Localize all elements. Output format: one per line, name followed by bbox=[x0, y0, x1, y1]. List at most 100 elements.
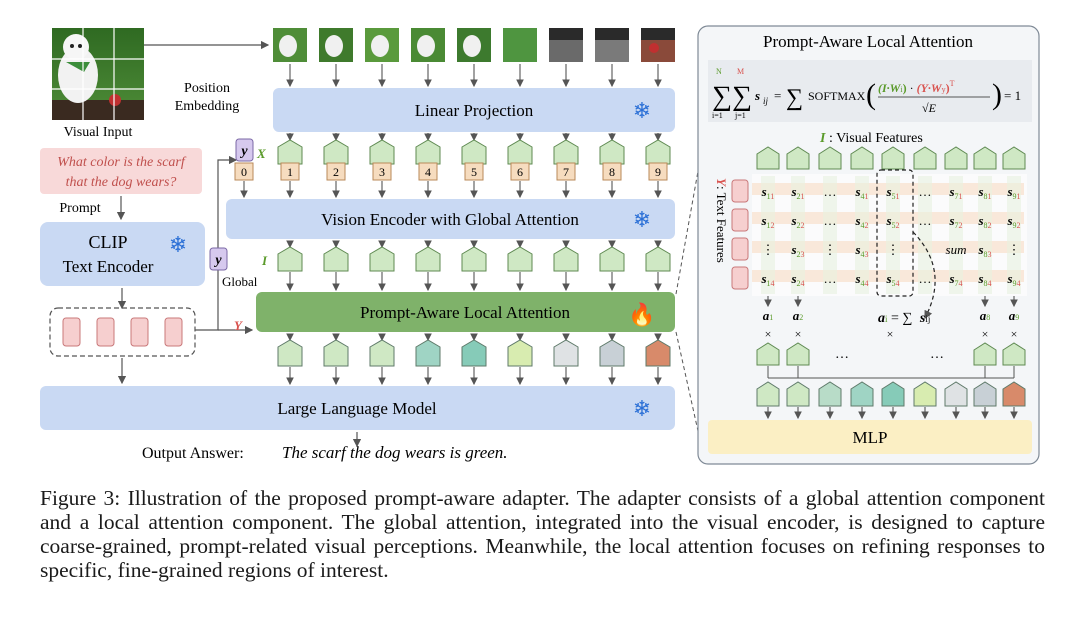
position-index-box bbox=[372, 162, 392, 181]
large-language-model-block bbox=[40, 386, 675, 430]
visual-token bbox=[461, 139, 487, 165]
position-index-box bbox=[602, 162, 622, 181]
grid-cell: s14 bbox=[760, 271, 774, 288]
output-token bbox=[553, 339, 579, 367]
visual-feature-token bbox=[277, 246, 303, 272]
diagram: Visual Input Position Embedding Linear P… bbox=[40, 25, 1040, 465]
visual-feature-token bbox=[645, 246, 671, 272]
visual-features-label: : Visual Features bbox=[829, 131, 923, 146]
image-patch bbox=[411, 28, 445, 62]
visual-feature-token bbox=[553, 246, 579, 272]
position-index: 0 bbox=[241, 165, 247, 179]
svg-text:M: M bbox=[737, 67, 744, 76]
grid-cell: s72 bbox=[948, 213, 962, 230]
visual-token bbox=[415, 139, 441, 165]
grid-cell: … bbox=[824, 213, 837, 228]
clip-text-encoder-block bbox=[40, 222, 205, 286]
output-token bbox=[645, 339, 671, 367]
attention-weight: a2 bbox=[793, 308, 804, 323]
image-patch bbox=[365, 28, 399, 62]
right-visual-feature-tokens bbox=[756, 146, 1026, 170]
visual-token bbox=[599, 139, 625, 165]
visual-token bbox=[553, 139, 579, 165]
grid-cell: s71 bbox=[948, 184, 962, 201]
visual-feature-token bbox=[507, 246, 533, 272]
image-patch bbox=[319, 28, 353, 62]
weighted-tokens: …… bbox=[756, 342, 1026, 379]
output-token bbox=[323, 339, 349, 367]
visual-feature-token bbox=[756, 146, 780, 170]
grid-cell: ⋮ bbox=[824, 242, 837, 257]
right-text-feature-tokens bbox=[731, 179, 749, 290]
attention-weight: a1 bbox=[763, 308, 774, 323]
position-index-box bbox=[464, 162, 484, 181]
visual-feature-token bbox=[461, 246, 487, 272]
linear-projection-block bbox=[273, 88, 675, 132]
visual-feature-token bbox=[973, 146, 997, 170]
grid-cell: s22 bbox=[790, 213, 804, 230]
output-tokens bbox=[277, 333, 671, 386]
grid-cell: s23 bbox=[790, 242, 804, 259]
position-index-box bbox=[648, 162, 668, 181]
image-patch bbox=[595, 28, 629, 62]
prompt-aware-local-attention-block bbox=[256, 292, 675, 332]
snowflake-icon: ❄ bbox=[633, 396, 651, 421]
grid-cell: … bbox=[919, 271, 932, 286]
output-token bbox=[415, 339, 441, 367]
text-tokens bbox=[62, 317, 183, 347]
image-patch bbox=[273, 28, 307, 62]
selected-column bbox=[876, 169, 914, 297]
position-index-box bbox=[234, 162, 254, 181]
snowflake-icon: ❄ bbox=[633, 207, 651, 232]
i-visual-label: I bbox=[819, 131, 826, 146]
position-index: 7 bbox=[563, 165, 569, 179]
mlp-block bbox=[708, 420, 1032, 454]
output-token bbox=[461, 339, 487, 367]
panel-title: Prompt-Aware Local Attention bbox=[763, 32, 973, 51]
svg-text:SOFTMAX: SOFTMAX bbox=[808, 89, 866, 103]
clip-label-2: Text Encoder bbox=[63, 257, 154, 276]
position-index: 1 bbox=[287, 165, 293, 179]
grid-cell: s91 bbox=[1006, 184, 1020, 201]
ellipsis: … bbox=[930, 347, 944, 362]
grid-cell: s83 bbox=[977, 242, 991, 259]
y-token-label-2: y bbox=[213, 253, 222, 268]
output-answer-text: The scarf the dog wears is green. bbox=[282, 443, 508, 462]
position-index: 9 bbox=[655, 165, 661, 179]
vision-encoder-label: Vision Encoder with Global Attention bbox=[321, 210, 579, 229]
position-index-box bbox=[280, 162, 300, 181]
svg-text:(: ( bbox=[866, 78, 876, 111]
grid-cell: s21 bbox=[790, 184, 804, 201]
vision-encoder-block bbox=[226, 199, 675, 239]
mlp-label: MLP bbox=[853, 428, 888, 447]
image-patch bbox=[641, 28, 675, 62]
adapter-output-token bbox=[1002, 381, 1026, 407]
text-features-box bbox=[49, 307, 196, 357]
grid-cell: ⋮ bbox=[762, 242, 775, 257]
grid-cell: s43 bbox=[854, 242, 868, 259]
x-label: X bbox=[256, 146, 266, 161]
position-embedding-label-1: Position bbox=[184, 81, 230, 96]
global-y-token-2 bbox=[209, 247, 228, 271]
svg-text:√E: √E bbox=[922, 101, 937, 115]
adapter-output-token bbox=[756, 381, 780, 407]
visual-feature-token bbox=[415, 246, 441, 272]
grid-cell: s24 bbox=[790, 271, 804, 288]
text-features-label: : Text Features bbox=[714, 186, 729, 263]
position-index: 4 bbox=[425, 165, 431, 179]
visual-feature-token bbox=[786, 146, 810, 170]
grid-cell: s42 bbox=[854, 213, 868, 230]
figure-caption: Figure 3: Illustration of the proposed p… bbox=[40, 486, 1045, 582]
svg-text:s: s bbox=[754, 88, 760, 103]
svg-text:i=1: i=1 bbox=[712, 111, 723, 120]
times-sign: × bbox=[887, 327, 894, 341]
position-index: 8 bbox=[609, 165, 615, 179]
output-token bbox=[277, 339, 303, 367]
prompt-label: Prompt bbox=[59, 201, 100, 216]
fire-icon: 🔥 bbox=[628, 302, 655, 327]
position-index: 3 bbox=[379, 165, 385, 179]
prompt-box bbox=[40, 148, 202, 194]
visual-feature-token bbox=[913, 146, 937, 170]
grid-cell: s11 bbox=[761, 184, 775, 201]
